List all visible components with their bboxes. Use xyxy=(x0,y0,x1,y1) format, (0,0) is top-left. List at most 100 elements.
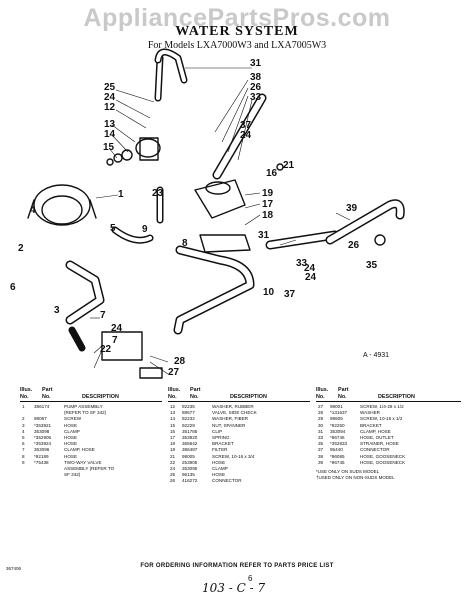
callout-label: 37 xyxy=(284,289,296,300)
parts-header: Illus. No. Part No. DESCRIPTION xyxy=(20,387,162,402)
part-description: SCREW, 10-16 x 1/2 xyxy=(360,416,403,422)
ordering-note: FOR ORDERING INFORMATION REFER TO PARTS … xyxy=(140,563,334,569)
part-number: 353096 xyxy=(34,447,50,453)
hose-3-inner xyxy=(67,262,103,323)
part-description: VALVE, SIDE CHECK xyxy=(212,410,257,416)
callout-label: 24 xyxy=(304,263,316,274)
callout-label: 13 xyxy=(104,119,116,130)
part-description: HOSE xyxy=(64,441,78,447)
illus-number: 12 xyxy=(170,404,176,409)
part-description: SCREW, 1/4-28 x 1/2 xyxy=(360,404,404,409)
page-subtitle: For Models LXA7000W3 and LXA7005W3 xyxy=(147,40,327,51)
callout-label: 26 xyxy=(348,240,360,251)
part-number: 365642 xyxy=(182,441,198,447)
part-number: *352906 xyxy=(34,434,52,440)
header-part: Part xyxy=(42,387,53,393)
callout-label: 7 xyxy=(112,335,118,346)
bracket-30 xyxy=(139,367,163,379)
part-description: SPRING xyxy=(212,434,230,440)
part-description: HOSE, GOOSENECK xyxy=(360,453,406,459)
part-number: 353094 xyxy=(330,428,346,434)
callout-label: 8 xyxy=(182,238,188,249)
callout-label: 2 xyxy=(18,243,24,254)
leader-lines xyxy=(90,67,351,375)
illus-number: 29 xyxy=(318,416,324,422)
suds-model-note: *USE ONLY ON SUDS MODEL †USED ONLY ON NO… xyxy=(316,468,395,480)
part-number: 98605 xyxy=(330,416,343,422)
part-number: 386174 xyxy=(34,404,50,409)
illus-number: 18 xyxy=(170,441,176,447)
callout-label: 10 xyxy=(263,287,275,298)
corner-code: 367406 xyxy=(6,566,22,571)
callout-label: 1 xyxy=(118,189,124,200)
handwritten-date: 103 - C - 7 xyxy=(202,581,266,595)
part-number: 416272 xyxy=(182,478,198,484)
callout-label: 24 xyxy=(240,130,252,141)
part-number: *131637 xyxy=(330,410,348,416)
illus-number: 6 xyxy=(22,441,25,447)
part-number: 96135 xyxy=(182,472,195,478)
callout-label: 37 xyxy=(240,120,252,131)
callout-label: 35 xyxy=(366,260,378,271)
illus-number: 30 xyxy=(318,422,324,428)
part-number: 351785 xyxy=(182,428,198,434)
part-description: FILTER xyxy=(212,447,228,453)
part-description: NUT, SPANNER xyxy=(212,422,246,428)
parts-row: 29 98605 SCREW, 10-16 x 1/2 xyxy=(316,416,461,422)
part-number: *353924 xyxy=(34,441,52,447)
part-description: TWO-WAY VALVE ASSEMBLY (REFER TO SF 342) xyxy=(64,459,115,478)
part-description: CLIP xyxy=(212,428,223,434)
header-description: DESCRIPTION xyxy=(378,394,415,400)
part-number: 92229 xyxy=(182,422,195,428)
hose-39-inner xyxy=(327,200,404,243)
part-description: HOSE, GOOSENECK xyxy=(360,459,406,465)
header-part-no: No. xyxy=(190,394,199,400)
illus-number: 37 xyxy=(318,447,324,453)
part-number: 353095 xyxy=(182,465,198,471)
illus-number: 31 xyxy=(318,428,324,434)
part-description: BRACKET xyxy=(360,422,382,428)
illus-number: 15 xyxy=(170,422,176,428)
washer-14 xyxy=(113,153,123,163)
header-no: No. xyxy=(168,394,177,400)
callout-label: 24 xyxy=(305,272,317,283)
part-description: WASHER, RUBBER xyxy=(212,404,254,409)
part-number: 353920 xyxy=(182,434,198,440)
part-number: *353921 xyxy=(34,422,52,428)
illus-number: 35 xyxy=(318,441,324,447)
hose-10-inner xyxy=(175,247,253,333)
diagram-drawing xyxy=(27,48,405,379)
part-number: 253905 xyxy=(182,459,198,465)
part-number: 353098 xyxy=(34,428,50,434)
illus-number: 24 xyxy=(170,465,176,471)
illus-number: 33 xyxy=(318,434,324,440)
hose-33-inner xyxy=(267,232,338,248)
part-number: *96085 xyxy=(330,453,345,459)
parts-row: 6 *353924 HOSE xyxy=(20,441,162,447)
callout-label: 22 xyxy=(100,344,112,355)
part-description: CONNECTOR xyxy=(360,447,390,453)
callout-label: 6 xyxy=(10,282,16,293)
illus-number: 7 xyxy=(22,447,25,453)
callout-label: 23 xyxy=(152,188,164,199)
illus-number: 16 xyxy=(170,428,176,434)
part-description: STRAINER, HOSE xyxy=(360,441,399,447)
